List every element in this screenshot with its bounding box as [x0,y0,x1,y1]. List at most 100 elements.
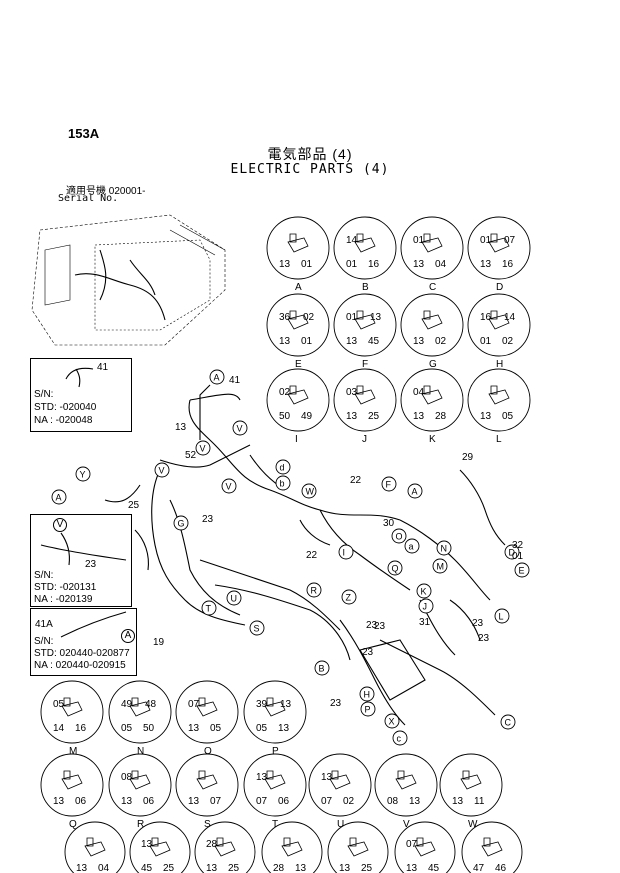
detail-part-sketch [149,837,171,857]
detail-part-number: 25 [163,863,175,873]
detail-circle-label: J [362,434,367,445]
callout-letter: H [364,690,371,700]
callout-letter: V [159,466,165,476]
callout-letter: A [214,373,220,383]
callout-part-number: 32 [512,540,524,551]
detail-part-number: 14 [504,312,516,323]
detail-circle-label: R [137,819,144,830]
detail-part-number: 13 [256,772,268,783]
detail-circle-label: U [337,819,344,830]
detail-circle-label: K [429,434,436,445]
detail-part-sketch [421,310,443,330]
detail-part-number: 13 [188,723,200,734]
callout-bubble [51,489,67,505]
detail-circle-label: O [204,746,212,757]
detail-part-sketch [481,837,503,857]
detail-part-sketch [347,837,369,857]
detail-part-number: 14 [346,235,358,246]
callout-bubble [195,440,211,456]
detail-part-number: 25 [368,411,380,422]
detail-part-number: 13 [321,772,333,783]
callout-part-number: 13 [175,422,187,433]
inset-std-range: STD: -020040 [34,402,97,413]
detail-part-sketch [264,770,286,790]
detail-part-number: 01 [301,259,313,270]
detail-part-sketch [421,385,443,405]
detail-part-number: 28 [435,411,447,422]
detail-part-number: 13 [278,723,290,734]
callout-part-number: 01 [512,551,524,562]
detail-circle-label: S [204,819,211,830]
detail-part-number: 13 [452,796,464,807]
detail-circle-label: H [496,359,503,370]
callout-letter: A [412,487,418,497]
detail-circle-label: N [137,746,144,757]
serial-inset-41a: 41A A S/N: STD: 020440-020877 NA : 02044… [30,608,137,676]
detail-part-number: 05 [53,699,65,710]
detail-part-sketch [287,310,309,330]
detail-circle-label: T [272,819,278,830]
callout-bubble [306,582,322,598]
callout-bubble [314,660,330,676]
detail-part-number: 04 [413,387,425,398]
detail-part-number: 07 [321,796,333,807]
detail-part-sketch [61,770,83,790]
detail-part-number: 02 [435,336,447,347]
detail-part-number: 16 [368,259,380,270]
callout-part-number: 25 [128,500,140,511]
callout-bubble [301,483,317,499]
detail-part-number: 04 [98,863,110,873]
callout-part-number: 22 [306,550,318,561]
detail-circle-label: B [362,282,369,293]
inset-callout-bubble: A [121,629,135,643]
detail-part-number: 13 [406,863,418,873]
callout-bubble [338,544,354,560]
inset-na-range: NA : -020048 [34,415,93,426]
inset-std-range: STD: 020440-020877 [34,648,130,659]
callout-bubble [232,420,248,436]
detail-part-number: 07 [406,839,418,850]
detail-part-number: 11 [474,796,485,807]
callout-part-number: 52 [185,450,197,461]
detail-circle-b: 1325b [327,821,389,873]
detail-circle-label: D [496,282,503,293]
detail-part-number: 13 [141,839,153,850]
detail-part-number: 13 [121,796,133,807]
detail-part-sketch [488,385,510,405]
detail-circle-label: V [403,819,410,830]
detail-part-number: 13 [279,336,291,347]
callout-letter: G [178,519,185,529]
callout-part-number: 23 [330,698,342,709]
detail-part-sketch [196,770,218,790]
detail-part-sketch [354,310,376,330]
inset-41-sketch [65,367,94,388]
callout-letter: F [386,480,392,490]
callout-letter: L [499,612,504,622]
callout-letter: P [365,705,371,715]
callout-letter: S [254,624,260,634]
detail-part-sketch [129,770,151,790]
callout-letter: V [226,482,232,492]
callout-letter: d [280,463,285,473]
callout-letter: b [280,479,285,489]
callout-letter: E [519,566,525,576]
detail-part-number: 50 [279,411,291,422]
callout-bubble [436,540,452,556]
detail-part-number: 13 [480,259,492,270]
callout-bubble [407,483,423,499]
callout-bubble [432,558,448,574]
detail-part-number: 49 [121,699,133,710]
callout-bubble [221,478,237,494]
detail-part-number: 13 [188,796,200,807]
callout-bubble [359,686,375,702]
callout-part-number: 31 [419,617,431,628]
detail-part-number: 01 [480,235,492,246]
detail-part-number: 01 [346,259,358,270]
